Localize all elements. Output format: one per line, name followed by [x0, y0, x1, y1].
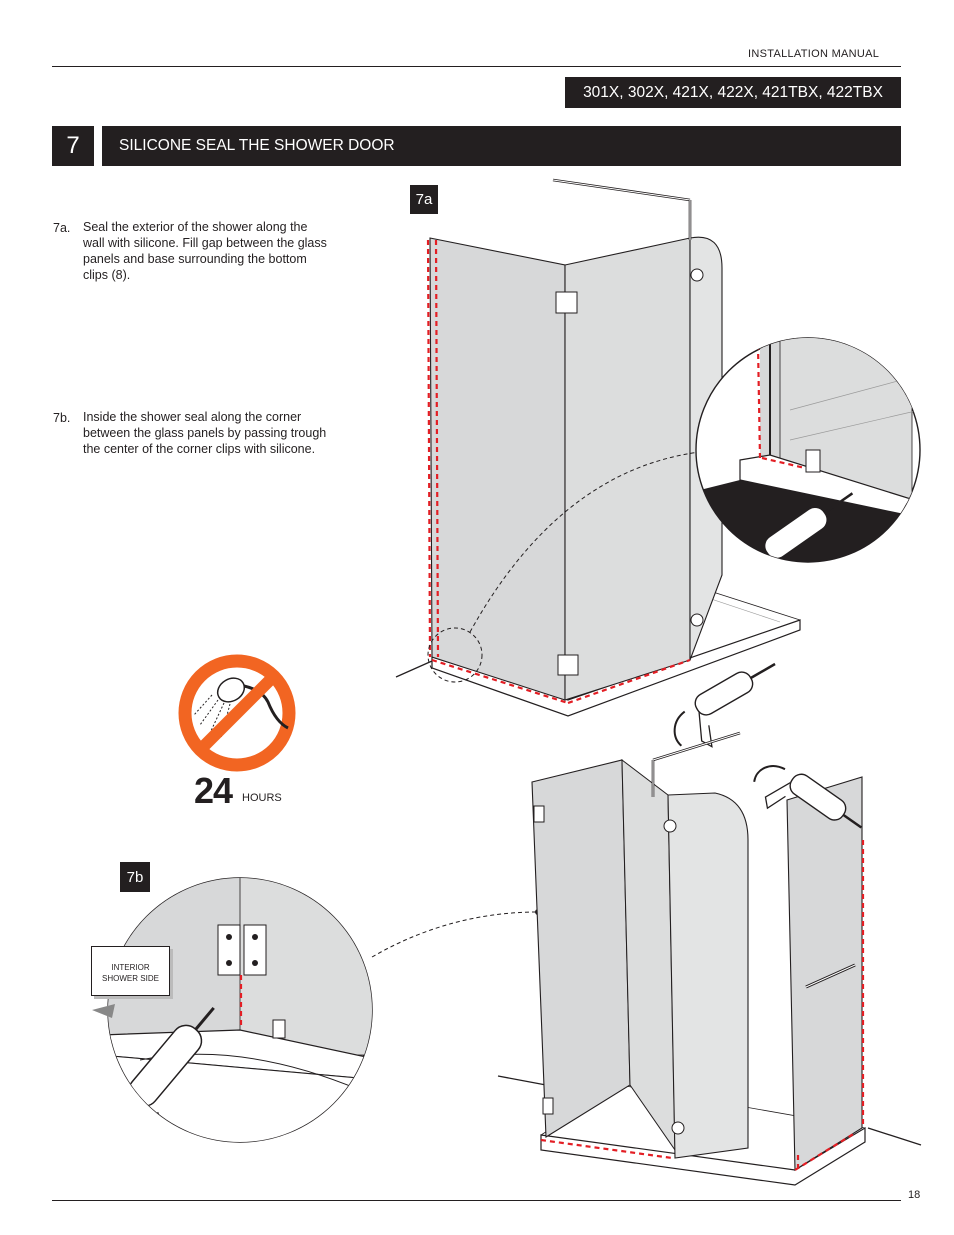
cure-time-unit: HOURS	[242, 792, 282, 804]
step-number: 7	[52, 126, 94, 166]
model-numbers-banner: 301X, 302X, 421X, 422X, 421TBX, 422TBX	[565, 77, 901, 108]
figure-7a-detail-zoom	[695, 337, 921, 563]
figure-7b-detail-zoom	[92, 877, 373, 1143]
cure-time-value: 24	[194, 770, 233, 811]
footer-rule	[52, 1200, 901, 1201]
figure-7b-callout-line	[371, 911, 539, 958]
figure-7b-tag: 7b	[120, 862, 150, 892]
no-shower-icon	[178, 654, 296, 772]
instruction-7a-text: Seal the exterior of the shower along th…	[83, 220, 327, 282]
figure-7b-enclosure	[497, 731, 922, 1186]
interior-shower-side-label: INTERIOR SHOWER SIDE	[91, 946, 170, 996]
figure-7a-tag: 7a	[410, 185, 438, 214]
manual-header-label: INSTALLATION MANUAL	[748, 48, 880, 60]
step-title: SILICONE SEAL THE SHOWER DOOR	[102, 126, 901, 166]
instruction-7a-label: 7a.	[53, 221, 71, 235]
instruction-7b-text: Inside the shower seal along the corner …	[83, 410, 327, 456]
page-number: 18	[908, 1189, 921, 1201]
instruction-7b-label: 7b.	[53, 411, 71, 425]
header-rule	[52, 66, 901, 67]
